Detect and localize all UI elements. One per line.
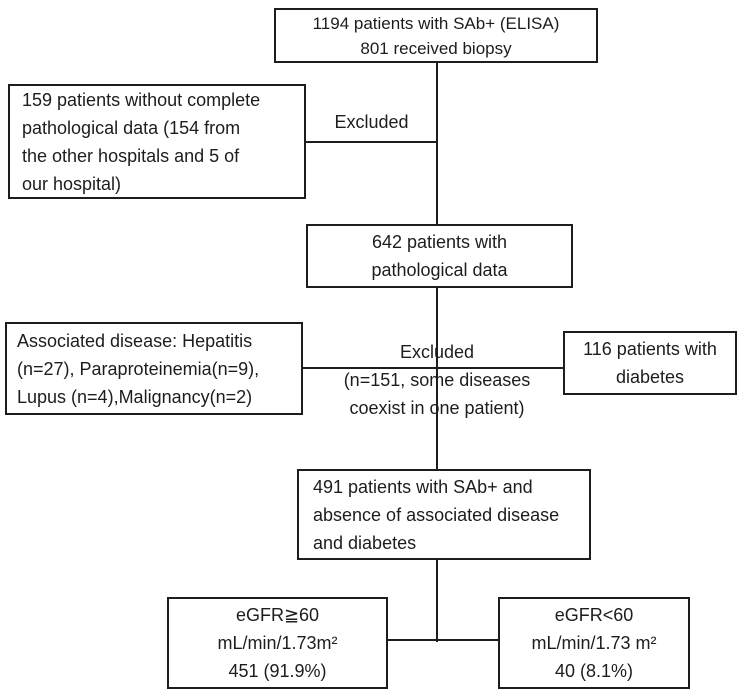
box-final-cohort-line1: 491 patients with SAb+ and <box>313 476 533 497</box>
connector-top-to-642 <box>436 62 438 225</box>
label-excluded-second-line3: coexist in one patient) <box>349 398 525 418</box>
box-top-cohort-line1: 1194 patients with SAb+ (ELISA) <box>312 13 560 33</box>
label-excluded-second-line1: Excluded <box>399 342 475 362</box>
box-egfr-low-line1: eGFR<60 <box>554 605 634 625</box>
box-final-cohort-line3: and diabetes <box>313 532 417 553</box>
box-egfr-high-line2: mL/min/1.73m² <box>217 633 338 653</box>
box-pathological-data-line1: 642 patients with <box>371 232 508 252</box>
box-excluded-no-pathology-line3: the other hospitals and 5 of <box>22 145 240 166</box>
box-egfr-high: eGFR≧60 mL/min/1.73m² 451 (91.9%) <box>167 597 388 689</box>
label-excluded-second-line2: (n=151, some diseases <box>343 370 531 390</box>
box-excluded-no-pathology-line4: our hospital) <box>22 173 122 194</box>
box-pathological-data: 642 patients with pathological data <box>306 224 573 288</box>
box-diabetes: 116 patients with diabetes <box>563 331 737 395</box>
box-excluded-no-pathology: 159 patients without complete pathologic… <box>8 84 306 199</box>
box-top-cohort-line2: 801 received biopsy <box>360 38 512 58</box>
box-egfr-high-line3: 451 (91.9%) <box>228 661 327 681</box>
box-associated-disease: Associated disease: Hepatitis (n=27), Pa… <box>5 322 303 415</box>
label-excluded-second: Excluded (n=151, some diseases coexist i… <box>300 338 574 422</box>
label-excluded-first-text: Excluded <box>334 112 409 132</box>
connector-excluded1-branch <box>306 141 437 143</box>
connector-642-to-491 <box>436 287 438 469</box>
box-egfr-high-line1: eGFR≧60 <box>235 605 320 625</box>
box-diabetes-line2: diabetes <box>615 367 685 387</box>
box-excluded-no-pathology-line1: 159 patients without complete <box>22 89 261 110</box>
label-excluded-first: Excluded <box>306 108 437 136</box>
box-egfr-low-line3: 40 (8.1%) <box>554 661 634 681</box>
box-associated-disease-line2: (n=27), Paraproteinemia(n=9), <box>17 358 260 379</box>
box-excluded-no-pathology-line2: pathological data (154 from <box>22 117 241 138</box>
box-associated-disease-line3: Lupus (n=4),Malignancy(n=2) <box>17 386 253 407</box>
box-egfr-low: eGFR<60 mL/min/1.73 m² 40 (8.1%) <box>498 597 690 689</box>
box-diabetes-line1: 116 patients with <box>583 339 717 359</box>
box-final-cohort-line2: absence of associated disease <box>313 504 560 525</box>
box-final-cohort: 491 patients with SAb+ and absence of as… <box>297 469 591 560</box>
connector-excluded2-branch <box>302 367 564 369</box>
connector-egfr-split <box>388 639 499 641</box>
box-associated-disease-line1: Associated disease: Hepatitis <box>17 330 253 351</box>
box-top-cohort: 1194 patients with SAb+ (ELISA) 801 rece… <box>274 8 598 63</box>
connector-491-to-split <box>436 559 438 642</box>
box-pathological-data-line2: pathological data <box>371 260 508 280</box>
box-egfr-low-line2: mL/min/1.73 m² <box>531 633 657 653</box>
